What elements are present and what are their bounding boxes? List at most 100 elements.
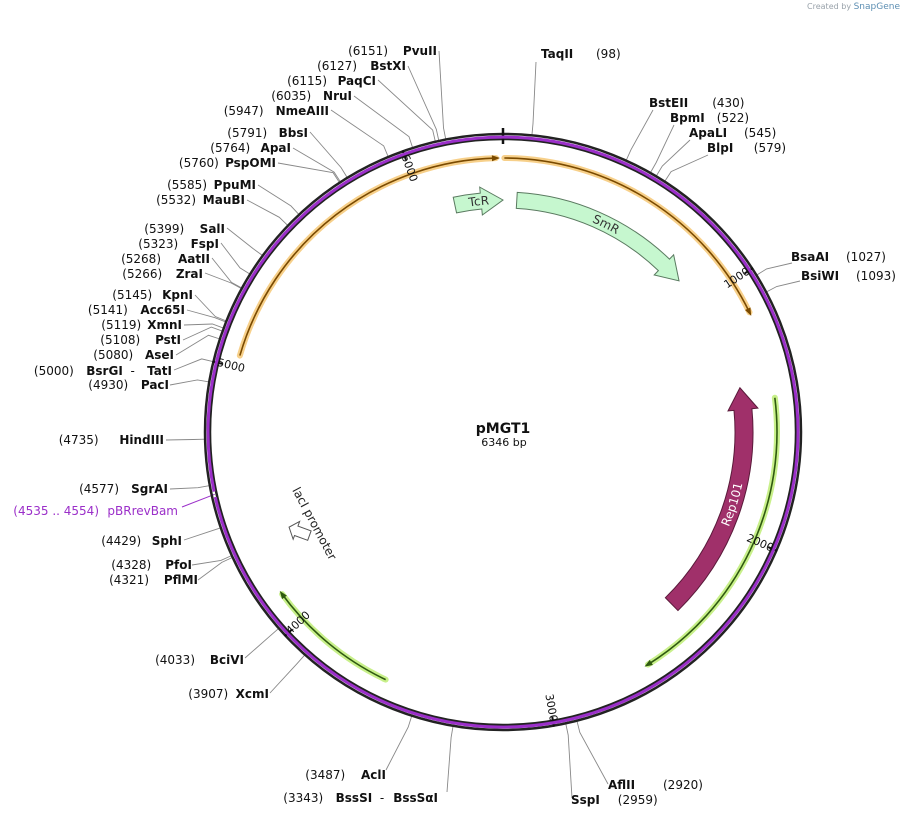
site-label-sspi: SspI(2959): [571, 793, 658, 807]
site-leader-line: [269, 654, 306, 694]
site-name: MauBI: [203, 193, 245, 207]
site-leader-line: [175, 334, 221, 356]
site-label-nmeaiii: NmeAIII (5947): [224, 104, 329, 118]
site-name: BciVI: [210, 653, 244, 667]
site-position: (2959): [618, 793, 658, 807]
site-name: ZraI: [176, 267, 203, 281]
site-label-bstxi: BstXI(6127): [317, 59, 406, 73]
site-label-xcmi: XcmI(3907): [188, 687, 269, 701]
site-name: BpmI: [670, 111, 705, 125]
site-name: PpuMI: [214, 178, 256, 192]
site-name: PfoI: [165, 558, 192, 572]
site-position: (6151): [348, 44, 388, 58]
primer-leader-line: [181, 493, 215, 508]
feature-highlight-arcs: [236, 155, 780, 683]
site-name: ApaI: [261, 141, 291, 155]
site-leader-line: [169, 485, 210, 490]
site-name: KpnI: [162, 288, 193, 302]
site-leader-line: [191, 555, 232, 566]
feature-label-text: TcR: [467, 193, 490, 209]
site-leader-line: [186, 309, 227, 323]
snapgene-credit: Created by SnapGene: [807, 2, 900, 12]
site-position: (4429): [101, 534, 141, 548]
primer-pbrrevbam-mark: [206, 135, 800, 729]
site-position: (5268): [121, 252, 161, 266]
site-leader-line: [531, 61, 537, 136]
site-label-acli: AclI(3487): [305, 768, 386, 782]
site-position: (5947): [224, 104, 264, 118]
site-position: (4033): [155, 653, 195, 667]
site-leader-line: [438, 50, 447, 140]
site-name: NmeAIII: [276, 104, 329, 118]
site-label-aatii: AatII(5268): [121, 252, 210, 266]
site-position: (579): [754, 141, 786, 155]
site-leader-line: [309, 131, 348, 179]
site-label-zrai: ZraI (5266): [122, 267, 203, 281]
site-leader-line: [407, 65, 440, 142]
site-leader-line: [385, 715, 413, 771]
site-leader-line: [277, 162, 340, 184]
site-name: SgrAI: [131, 482, 168, 496]
site-name: PstI: [155, 333, 181, 347]
site-position: (430): [712, 96, 744, 110]
site-position: (6115): [287, 74, 327, 88]
site-position: (4321): [109, 573, 149, 587]
feature-tcr-label: TcR: [467, 193, 490, 209]
site-position: (2920): [663, 778, 703, 792]
site-label-apai: ApaI(5764): [210, 141, 291, 155]
site-label-pvuii: PvuII (6151): [348, 44, 437, 58]
site-name: BsiWI: [801, 269, 839, 283]
snapgene-logo: SnapGene: [853, 2, 900, 12]
primer-position: (4535 .. 4554): [13, 504, 99, 518]
scale-tick-label: 5000: [216, 356, 246, 375]
site-leader-line: [173, 358, 214, 371]
site-leader-lines: [165, 50, 801, 799]
site-label-sali: SalI(5399): [144, 222, 225, 236]
site-position: (5141): [88, 303, 128, 317]
primer-name: pBRrevBam: [107, 504, 178, 518]
site-leader-line: [169, 379, 210, 386]
plasmid-name: pMGT1: [476, 421, 531, 437]
site-name: TaqII: [541, 47, 573, 61]
site-name-separator: -: [380, 791, 384, 805]
site-leader-line: [182, 326, 223, 341]
site-position: (5108): [100, 333, 140, 347]
site-leader-line: [257, 184, 300, 216]
site-name-separator: -: [130, 364, 134, 378]
site-position: (5266): [122, 267, 162, 281]
site-name: XmnI: [147, 318, 182, 332]
site-position: (545): [744, 126, 776, 140]
site-name: BsrGI: [86, 364, 123, 378]
site-name: AseI: [145, 348, 174, 362]
primer-label: pBRrevBam (4535 .. 4554): [13, 504, 178, 518]
site-name: Acc65I: [140, 303, 185, 317]
site-name: PaqCI: [338, 74, 376, 88]
site-label-pfoi: PfoI(4328): [111, 558, 192, 572]
site-name: AflII: [608, 778, 635, 792]
site-leader-line: [197, 556, 233, 581]
site-name: FspI: [191, 237, 219, 251]
site-leader-line: [204, 272, 242, 290]
site-label-bsiwi: BsiWI(1093): [801, 269, 896, 283]
laci-promoter-arrow: [288, 520, 312, 541]
site-labels: TaqII(98)BstEII(430)BpmI(522)ApaLI(545)B…: [13, 44, 896, 807]
site-label-bsssi: BssSαI-BssSI(3343): [283, 791, 438, 805]
feature-tcr-arrow: [452, 186, 504, 216]
site-position: (6035): [271, 89, 311, 103]
site-position: (98): [596, 47, 621, 61]
site-name: BlpI: [707, 141, 733, 155]
site-name: PvuII: [403, 44, 437, 58]
site-name: BbsI: [279, 126, 308, 140]
site-leader-line: [220, 242, 251, 275]
site-label-xmni: XmnI(5119): [101, 318, 182, 332]
site-name: NruI: [323, 89, 352, 103]
site-position: (522): [717, 111, 749, 125]
site-position: (5532): [156, 193, 196, 207]
site-leader-line: [211, 257, 243, 289]
site-position: (3343): [283, 791, 323, 805]
site-position: (5000): [34, 364, 74, 378]
site-name: XcmI: [236, 687, 269, 701]
site-label-psti: PstI (5108): [100, 333, 181, 347]
plasmid-size: 6346 bp: [481, 436, 526, 449]
